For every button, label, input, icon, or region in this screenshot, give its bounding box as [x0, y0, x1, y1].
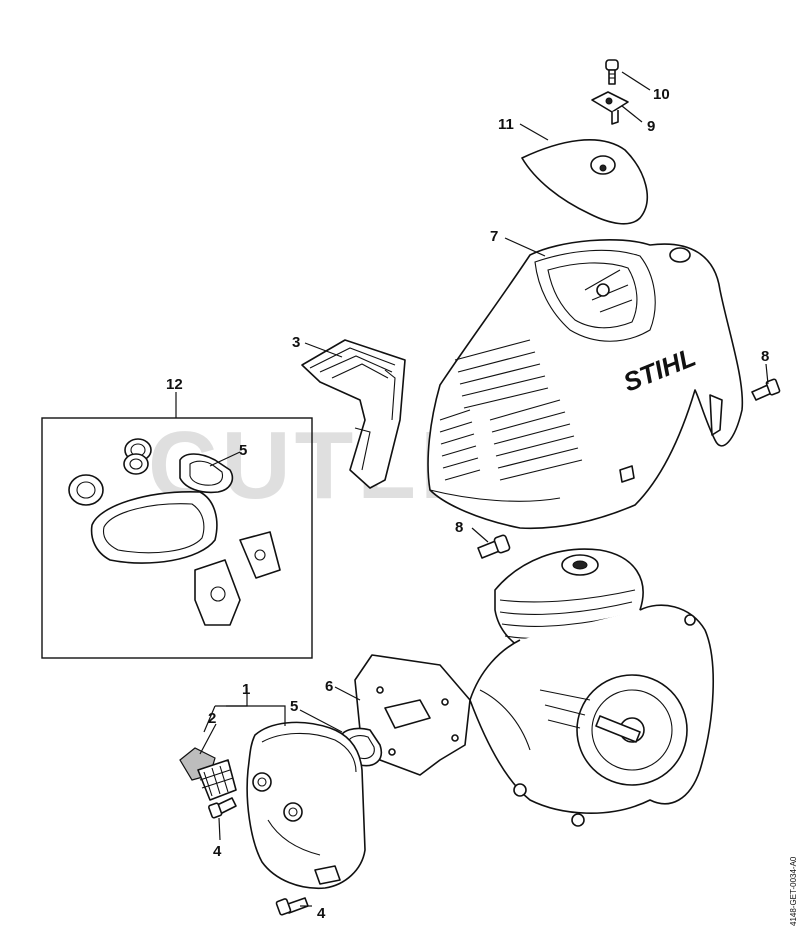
part-clip-9	[591, 91, 629, 125]
part-screw-4-upper	[208, 797, 237, 819]
callout-11: 11	[498, 116, 514, 133]
part-engine-block	[469, 548, 714, 827]
part-screen-2	[179, 747, 237, 801]
document-id: 4148-GET-0034-A0	[789, 856, 798, 926]
callout-1: 1	[242, 681, 250, 698]
callout-8-right: 8	[761, 348, 769, 365]
gasket-kit-box-12	[41, 417, 313, 659]
part-muffler-1	[246, 721, 366, 890]
part-screw-8-left	[477, 534, 511, 559]
part-screw-8-right	[751, 378, 781, 401]
callout-12: 12	[166, 376, 183, 393]
callout-9: 9	[647, 118, 655, 135]
part-bracket-3	[301, 339, 406, 489]
callout-4-lower: 4	[317, 905, 326, 922]
part-screw-10	[605, 59, 619, 85]
callout-2: 2	[208, 710, 216, 727]
callout-5-lower: 5	[290, 698, 298, 715]
part-screw-4-lower	[275, 897, 309, 916]
callout-8-left: 8	[455, 519, 463, 536]
callout-7: 7	[490, 228, 498, 245]
callout-4-upper: 4	[213, 843, 222, 860]
leader-lines	[175, 71, 769, 907]
part-top-cover-11	[521, 139, 648, 225]
callout-3: 3	[292, 334, 300, 351]
callout-6: 6	[325, 678, 333, 695]
callout-10: 10	[653, 86, 670, 103]
callouts: 10 9 11 7 3 8 12 5 8 1 6 2 5 4 4	[166, 86, 769, 922]
callout-5-upper: 5	[239, 442, 247, 459]
part-shroud-7: STIHL	[427, 239, 744, 530]
